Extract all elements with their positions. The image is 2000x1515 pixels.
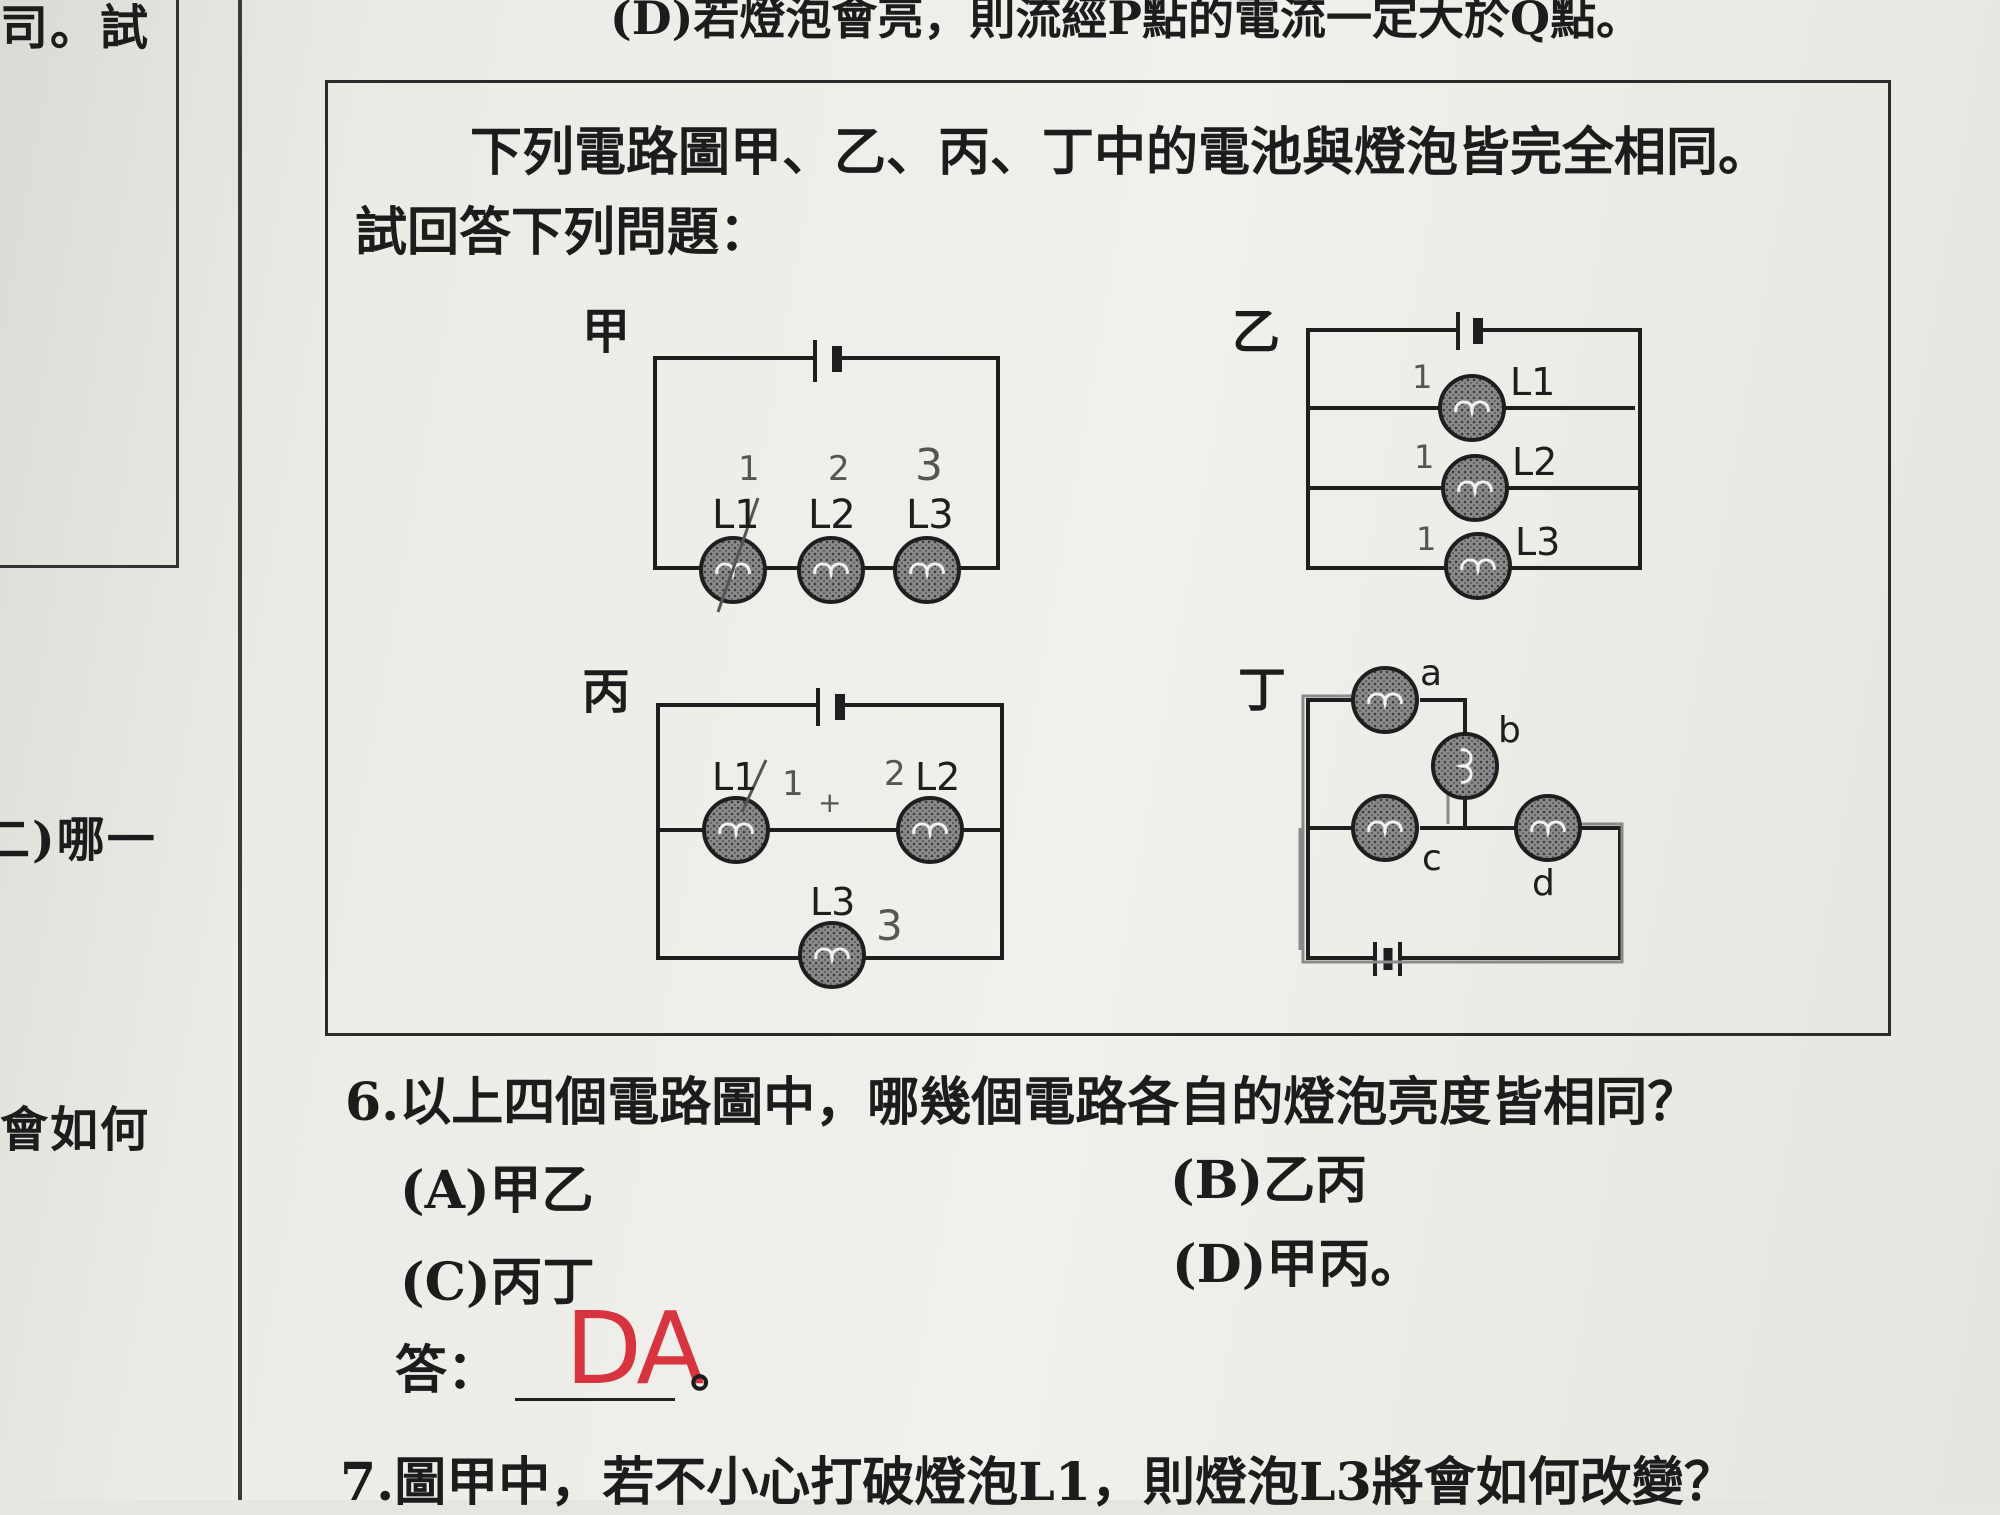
hand-yi-3: 1 [1416, 520, 1436, 558]
column-divider [238, 0, 242, 1500]
left-fragment-mid: 二)哪一 [0, 812, 157, 868]
diagram-jia-bulbs [699, 497, 961, 613]
label-ding-c: c [1422, 838, 1442, 879]
intro-line-1: 下列電路圖甲、乙、丙、丁中的電池與燈泡皆完全相同。 [470, 122, 1771, 183]
label-ding-b: b [1498, 710, 1521, 751]
label-bing-l3: L3 [810, 880, 855, 924]
previous-question-option: (D)若燈泡會亮，則流經P點的電流一定大於Q點。 [610, 0, 1643, 45]
hand-yi-2: 1 [1414, 438, 1434, 476]
left-column-box [0, 0, 179, 568]
option-a: (A)甲乙 [400, 1160, 594, 1221]
hand-bing-plus: + [818, 786, 841, 819]
hand-bing-3: 3 [876, 901, 903, 950]
bulb-ding-d [1514, 794, 1582, 862]
pencil-retrace-ding [1298, 694, 1624, 964]
bulb-bing-l3 [798, 921, 866, 989]
bulb-yi-l2 [1441, 454, 1509, 522]
question-6-text: 6.以上四個電路圖中，哪幾個電路各自的燈泡亮度皆相同？ [345, 1072, 1700, 1133]
option-c: (C)丙丁 [400, 1252, 595, 1313]
hand-yi-1: 1 [1412, 358, 1432, 396]
diagram-yi-label: 乙 [1232, 304, 1281, 360]
handwritten-answer: DA [565, 1290, 705, 1407]
bulb-yi-l3 [1444, 532, 1512, 600]
hand-jia-2: 2 [828, 449, 850, 489]
diagram-jia-label: 甲 [582, 304, 631, 360]
left-fragment-bottom: 會如何 [0, 1102, 151, 1158]
left-fragment-top: 司。試 [0, 0, 151, 56]
bulb-bing-l1 [702, 796, 770, 864]
hand-jia-1: 1 [738, 449, 760, 489]
bulb-yi-l1 [1438, 374, 1506, 442]
label-bing-l1: L1 [712, 755, 757, 799]
hand-jia-3: 3 [915, 440, 943, 491]
label-ding-a: a [1420, 653, 1442, 694]
answer-period: 。 [690, 1340, 740, 1399]
label-ding-d: d [1532, 863, 1555, 904]
intro-line-2: 試回答下列問題： [355, 202, 772, 263]
question-7-text: 7.圖甲中，若不小心打破燈泡L1，則燈泡L3將會如何改變？ [340, 1452, 1736, 1513]
label-yi-l2: L2 [1512, 440, 1557, 484]
bulb-ding-c [1351, 794, 1419, 862]
pencil-strike [716, 497, 760, 613]
label-jia-l2: L2 [808, 492, 856, 538]
hand-bing-1: 1 [782, 764, 804, 804]
label-bing-l2: L2 [915, 755, 960, 799]
diagram-yi-bulbs [1438, 374, 1512, 600]
circuit-problem-box [325, 80, 1891, 1036]
bulb-ding-a [1351, 666, 1419, 734]
answer-underline [515, 1398, 675, 1401]
label-jia-l3: L3 [906, 492, 954, 538]
bulb-jia-l2 [797, 536, 865, 604]
diagram-ding-label: 丁 [1238, 662, 1287, 718]
label-jia-l1: L1 [712, 492, 760, 538]
bulb-jia-l3 [893, 536, 961, 604]
pencil-strike-bing [740, 759, 768, 813]
option-d: (D)甲丙。 [1172, 1234, 1423, 1295]
diagram-ding-bulbs [1351, 666, 1582, 862]
label-yi-l3: L3 [1515, 520, 1560, 564]
hand-bing-2: 2 [884, 754, 906, 794]
diagram-bing-bulbs [702, 759, 964, 989]
diagram-bing-label: 丙 [582, 664, 631, 720]
bulb-bing-l2 [896, 796, 964, 864]
bulb-ding-b [1431, 732, 1499, 800]
answer-label: 答： [395, 1340, 500, 1401]
label-yi-l1: L1 [1510, 360, 1555, 404]
option-b: (B)乙丙 [1170, 1150, 1368, 1211]
